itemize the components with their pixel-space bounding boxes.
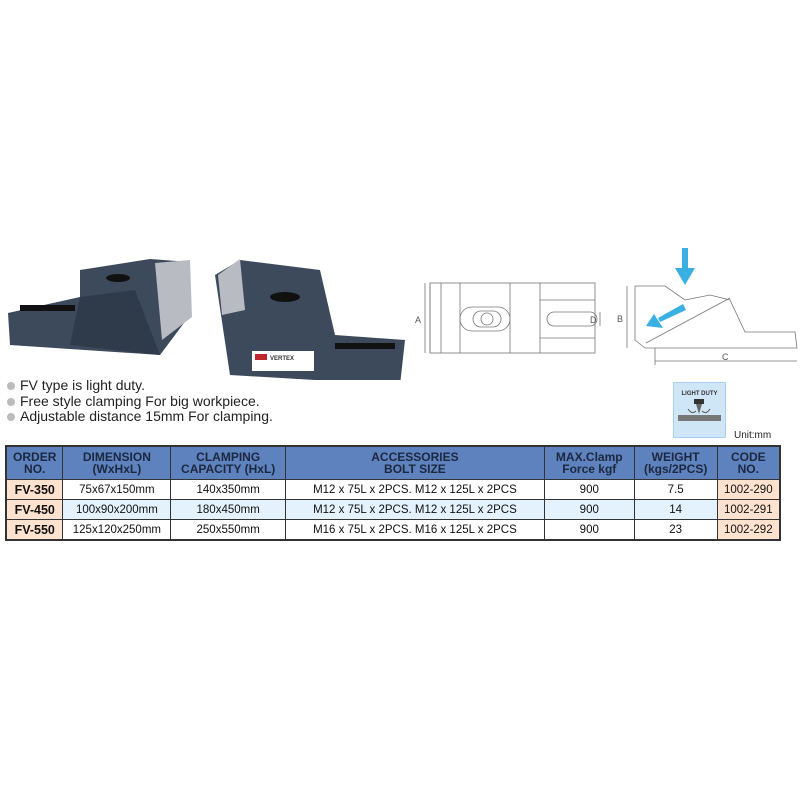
accessories-cell: M12 x 75L x 2PCS. M12 x 125L x 2PCS: [285, 499, 545, 520]
table-row: FV-550 125x120x250mm 250x550mm M16 x 75L…: [5, 519, 781, 541]
code-cell: 1002-292: [716, 519, 781, 541]
capacity-cell: 250x550mm: [170, 519, 286, 541]
table-row: FV-450 100x90x200mm 180x450mm M12 x 75L …: [5, 499, 781, 520]
badge-label: LIGHT DUTY: [681, 391, 718, 397]
header-dimension: DIMENSION(WxHxL): [62, 445, 172, 480]
table-row: FV-350 75x67x150mm 140x350mm M12 x 75L x…: [5, 479, 781, 500]
accessories-cell: M12 x 75L x 2PCS. M12 x 125L x 2PCS: [285, 479, 545, 500]
side-view-drawing: B C: [617, 248, 798, 365]
feature-item: Free style clamping For big workpiece.: [6, 393, 273, 410]
code-cell: 1002-290: [716, 479, 781, 500]
header-weight: WEIGHT(kgs/2PCS): [633, 445, 718, 480]
capacity-cell: 180x450mm: [170, 499, 286, 520]
clamp-force-cell: 900: [543, 479, 635, 500]
clamp-left: [8, 259, 192, 355]
dimension-drawings: A D B C: [415, 248, 798, 365]
feature-list: FV type is light duty. Free style clampi…: [6, 377, 273, 425]
weight-cell: 23: [633, 519, 718, 541]
dim-a-label: A: [415, 315, 421, 325]
clamp-force-cell: 900: [543, 519, 635, 541]
cutting-tool-icon: [678, 399, 721, 421]
capacity-cell: 140x350mm: [170, 479, 286, 500]
accessories-cell: M16 x 75L x 2PCS. M16 x 125L x 2PCS: [285, 519, 545, 541]
brand-label: VERTEX: [270, 356, 294, 362]
feature-item: FV type is light duty.: [6, 377, 273, 394]
dim-b-label: B: [617, 314, 623, 324]
code-cell: 1002-291: [716, 499, 781, 520]
clamp-right: VERTEX: [215, 259, 405, 380]
dimension-cell: 125x120x250mm: [62, 519, 172, 541]
dim-d-label: D: [590, 315, 597, 325]
light-duty-badge: LIGHT DUTY: [673, 382, 726, 438]
dimension-cell: 100x90x200mm: [62, 499, 172, 520]
weight-cell: 7.5: [633, 479, 718, 500]
product-photo-step-clamps: VERTEX: [8, 259, 405, 380]
top-view-drawing: A D: [415, 282, 601, 354]
clamp-force-arrow-icon: [646, 248, 695, 328]
weight-cell: 14: [633, 499, 718, 520]
clamp-force-cell: 900: [543, 499, 635, 520]
order-no-cell: FV-450: [5, 499, 64, 520]
unit-label: Unit:mm: [734, 430, 772, 441]
dimension-cell: 75x67x150mm: [62, 479, 172, 500]
order-no-cell: FV-350: [5, 479, 64, 500]
feature-item: Adjustable distance 15mm For clamping.: [6, 408, 273, 425]
dim-c-label: C: [722, 352, 729, 362]
order-no-cell: FV-550: [5, 519, 64, 541]
